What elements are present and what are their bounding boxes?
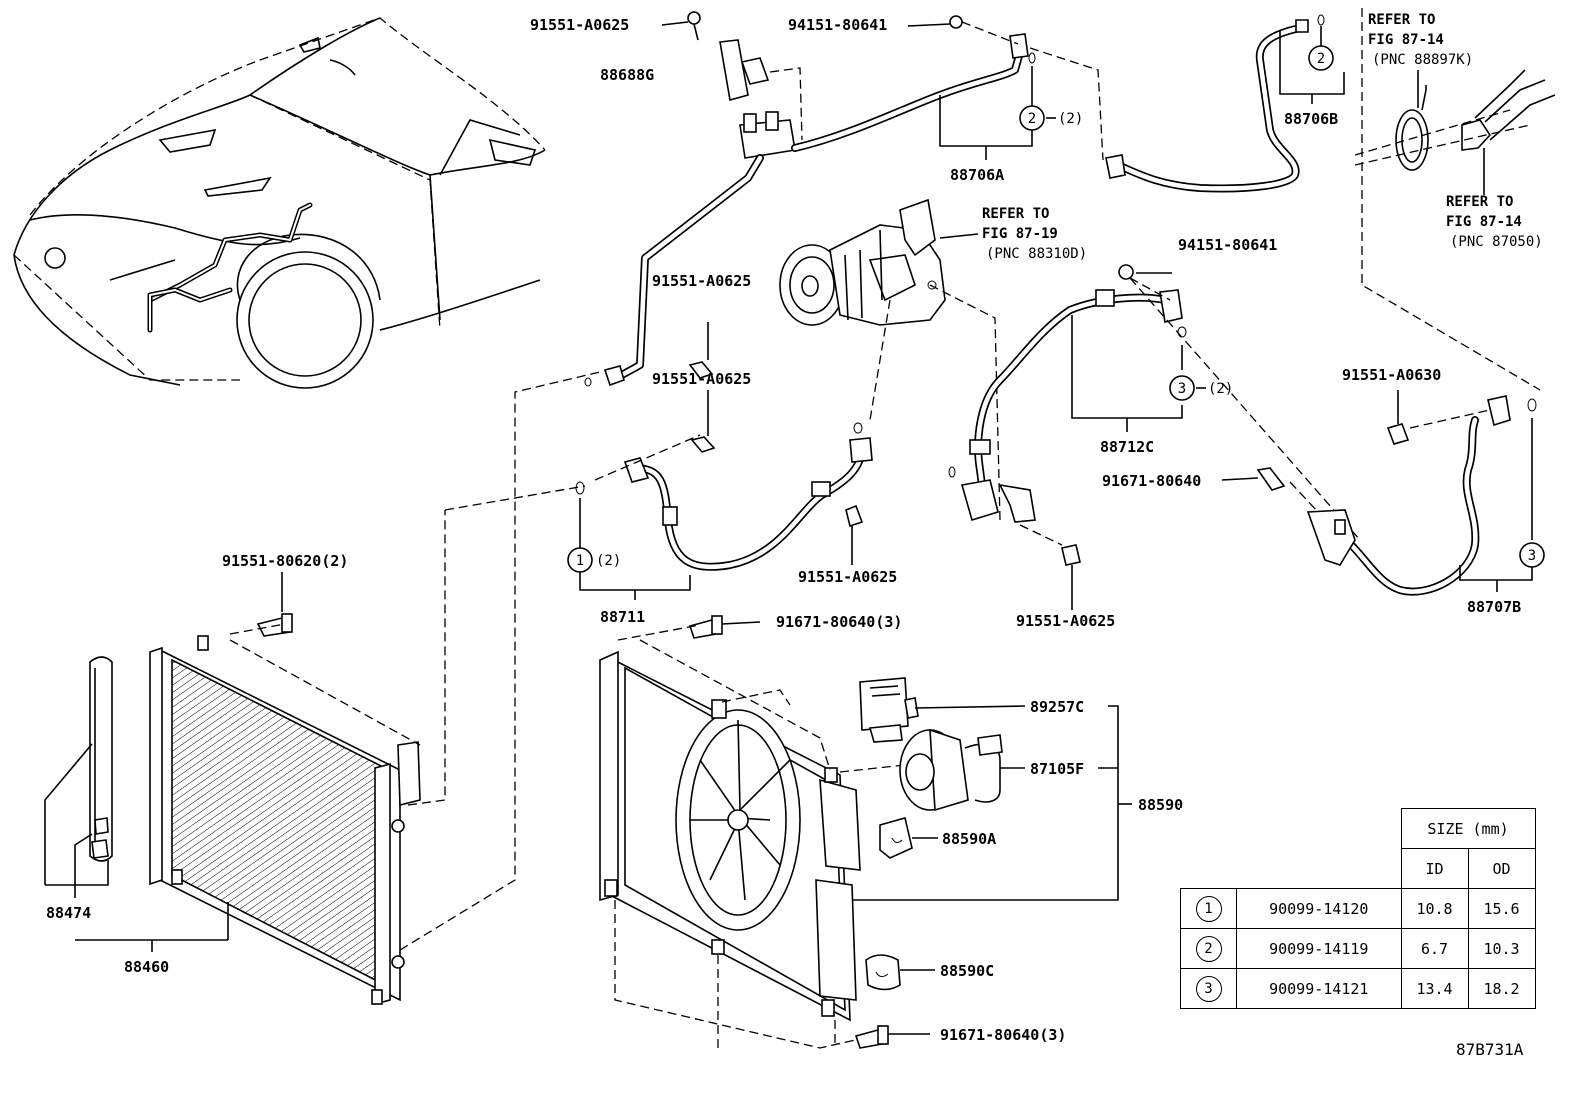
table-row: 2 90099-14119 6.7 10.3 — [1180, 928, 1536, 969]
vehicle-illustration — [13, 17, 546, 389]
bracket-88688g — [687, 11, 803, 159]
pipe-88707b — [1289, 395, 1537, 596]
hose-88712c — [948, 264, 1361, 546]
part-88590a — [879, 817, 938, 859]
label-89257c: 89257C — [1030, 698, 1084, 716]
bolt-91551-a0630 — [1386, 390, 1410, 445]
svg-text:(PNC 88310D): (PNC 88310D) — [986, 246, 1087, 262]
pipe-88706a — [584, 15, 1104, 387]
label-bolt-mid2: 91551-A0625 — [652, 370, 751, 388]
callout-2-88706a: 2 (2) — [1019, 66, 1083, 131]
label-bolt-fan-bot: 91671-80640(3) — [940, 1026, 1066, 1044]
callout-1: 1 (2) — [567, 547, 621, 573]
condenser-88460 — [75, 371, 601, 1006]
label-88590a: 88590A — [942, 830, 996, 848]
label-bolt-low: 91551-A0625 — [798, 568, 897, 586]
svg-text:REFER TO: REFER TO — [1446, 194, 1513, 210]
fasteners — [256, 21, 1410, 1049]
label-bolt-91671-right: 91671-80640 — [1102, 472, 1201, 490]
callout-3-88712c: 3 (2) — [1169, 375, 1233, 401]
svg-text:REFER TO: REFER TO — [982, 206, 1049, 222]
label-88460: 88460 — [124, 958, 169, 976]
svg-text:FIG 87-14: FIG 87-14 — [1446, 214, 1522, 230]
bolt-91551-a0625-mid1 — [688, 322, 714, 379]
col-id-header: ID — [1400, 848, 1469, 889]
label-bolt-right: 91551-A0625 — [1016, 612, 1115, 630]
o-ring-size-table: SIZE (mm) ID OD 1 90099-14120 10.8 15.6 … — [1180, 808, 1536, 1009]
part-88474 — [44, 656, 113, 898]
table-row: 1 90099-14120 10.8 15.6 — [1180, 888, 1536, 929]
label-88707b: 88707B — [1467, 598, 1521, 616]
part-labels: 91551-A0625 94151-80641 88688G 88706A 88… — [46, 16, 1521, 1044]
svg-text:1: 1 — [576, 553, 584, 569]
hose-88711 — [444, 422, 873, 600]
svg-text:(2): (2) — [596, 553, 621, 569]
svg-text:(2): (2) — [1058, 111, 1083, 127]
grommet-assembly — [1354, 8, 1556, 391]
fan-motor-87105f — [899, 728, 1025, 812]
svg-text:3: 3 — [1528, 548, 1536, 564]
bracket-88590 — [852, 705, 1132, 901]
figure-code: 87B731A — [1456, 1040, 1524, 1059]
svg-text:2: 2 — [1028, 111, 1036, 127]
svg-text:(PNC 87050): (PNC 87050) — [1450, 234, 1543, 250]
bolt-91551-80620 — [256, 572, 293, 637]
ref-compressor: REFER TO FIG 87-19 (PNC 88310D) — [939, 206, 1087, 262]
svg-text:2: 2 — [1317, 51, 1325, 67]
callout-3-88707b: 3 — [1519, 542, 1545, 568]
label-88712c: 88712C — [1100, 438, 1154, 456]
svg-text:(2): (2) — [1208, 381, 1233, 397]
size-header: SIZE (mm) — [1400, 808, 1536, 849]
table-row: 3 90099-14121 13.4 18.2 — [1180, 968, 1536, 1009]
label-88706b: 88706B — [1284, 110, 1338, 128]
label-88706a: 88706A — [950, 166, 1004, 184]
callout-2-88706b: 2 — [1308, 26, 1334, 71]
label-nut-top: 94151-80641 — [788, 16, 887, 34]
pipe-88706b — [1105, 14, 1345, 193]
label-bolt-top: 91551-A0625 — [530, 16, 629, 34]
label-88590c: 88590C — [940, 962, 994, 980]
label-87105f: 87105F — [1030, 760, 1084, 778]
label-88474: 88474 — [46, 904, 91, 922]
bolt-91551-a0625-low — [845, 504, 864, 565]
ref-88897k: REFER TO FIG 87-14 (PNC 88897K) — [1368, 12, 1473, 68]
fan-assembly-88590 — [599, 624, 906, 1049]
col-od-header: OD — [1467, 848, 1536, 889]
label-bolt-fan-top: 91671-80640(3) — [776, 613, 902, 631]
compressor — [779, 198, 1001, 521]
label-nut-mid: 94151-80641 — [1178, 236, 1277, 254]
label-bolt-88707b: 91551-A0630 — [1342, 366, 1441, 384]
label-88711: 88711 — [600, 608, 645, 626]
resistor-89257c — [859, 677, 1026, 743]
svg-text:FIG 87-19: FIG 87-19 — [982, 226, 1058, 242]
bolt-91551-a0625-right — [1061, 544, 1081, 610]
label-bolt-cond: 91551-80620(2) — [222, 552, 348, 570]
svg-text:(PNC 88897K): (PNC 88897K) — [1372, 52, 1473, 68]
bolt-91671-80640-fan-top — [688, 615, 761, 639]
bolt-91671-80640-right — [1221, 467, 1286, 491]
svg-text:REFER TO: REFER TO — [1368, 12, 1435, 28]
svg-text:3: 3 — [1178, 381, 1186, 397]
ref-87050: REFER TO FIG 87-14 (PNC 87050) — [1446, 194, 1543, 250]
svg-text:FIG 87-14: FIG 87-14 — [1368, 32, 1444, 48]
label-bolt-mid1: 91551-A0625 — [652, 272, 751, 290]
bolt-91551-a0625-mid2 — [690, 390, 716, 453]
bolt-91671-80640-fan-bot — [854, 1025, 930, 1049]
part-88590c — [865, 954, 935, 991]
label-88590: 88590 — [1138, 796, 1183, 814]
label-88688g: 88688G — [600, 66, 654, 84]
